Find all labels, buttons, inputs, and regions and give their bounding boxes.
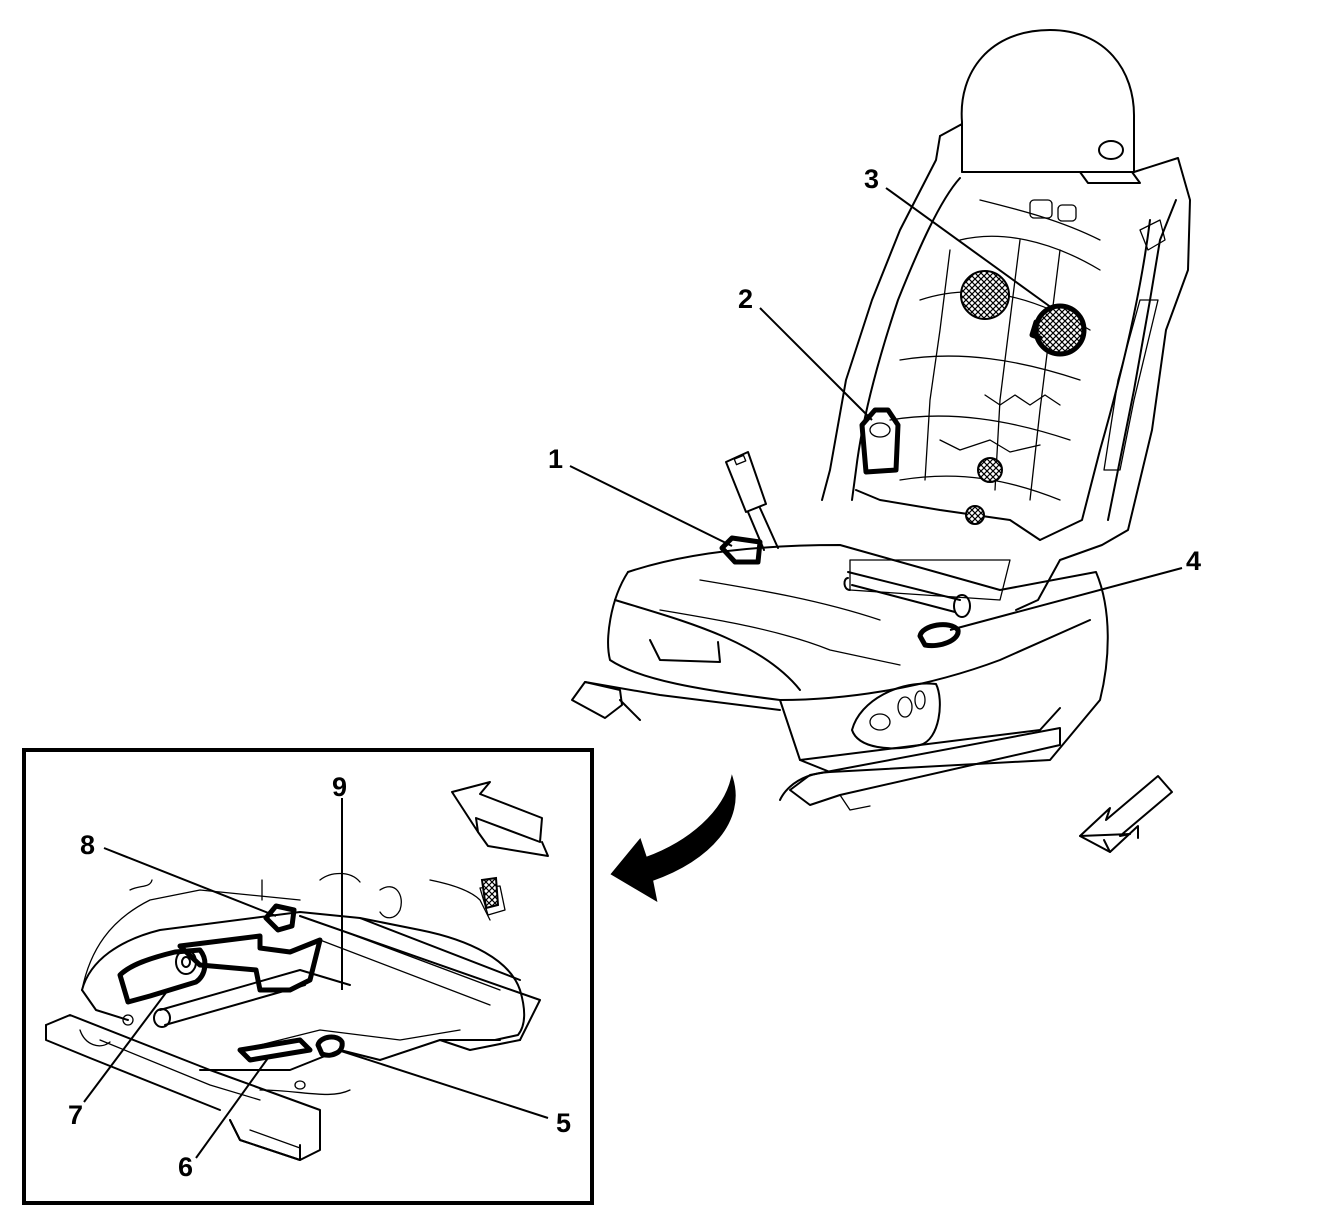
component-5-highlight (315, 1034, 345, 1058)
component-6-highlight (237, 1037, 313, 1063)
leader-1 (569, 465, 733, 547)
callout-9: 9 (332, 772, 347, 802)
callout-3: 3 (864, 164, 879, 194)
component-2-highlight (859, 407, 901, 475)
leader-8 (103, 847, 277, 917)
callout-labels: 1 2 3 4 5 6 7 8 9 (68, 164, 1201, 1182)
component-1-highlight (719, 535, 763, 565)
headrest (960, 29, 1141, 184)
callout-6: 6 (178, 1152, 193, 1182)
leader-4 (949, 567, 1183, 631)
callout-1: 1 (548, 444, 563, 474)
component-3-highlight (1029, 303, 1087, 357)
callout-7: 7 (68, 1100, 83, 1130)
curved-arrow-icon (610, 774, 736, 903)
callout-8: 8 (80, 830, 95, 860)
seat-cushion (571, 544, 1109, 811)
callout-5: 5 (556, 1108, 571, 1138)
callout-2: 2 (738, 284, 753, 314)
detail-inset-frame (22, 748, 594, 1205)
leader-7 (83, 989, 169, 1103)
detail-inset (22, 748, 594, 1205)
callout-4: 4 (1186, 546, 1201, 576)
seat-illustration (571, 29, 1191, 811)
leader-3 (885, 187, 1053, 309)
leader-6 (195, 1057, 269, 1159)
seat-back (821, 123, 1191, 611)
direction-arrow-icon (1079, 775, 1173, 853)
component-9-highlight (177, 933, 323, 993)
inset-seat-frame (45, 872, 541, 1161)
component-4-highlight (917, 622, 961, 649)
seatbelt-buckle (725, 451, 779, 551)
leader-lines (83, 187, 1183, 1159)
direction-arrow-icon (451, 781, 549, 857)
leader-5 (337, 1049, 549, 1119)
leader-2 (759, 307, 873, 421)
component-8-highlight (263, 903, 297, 933)
